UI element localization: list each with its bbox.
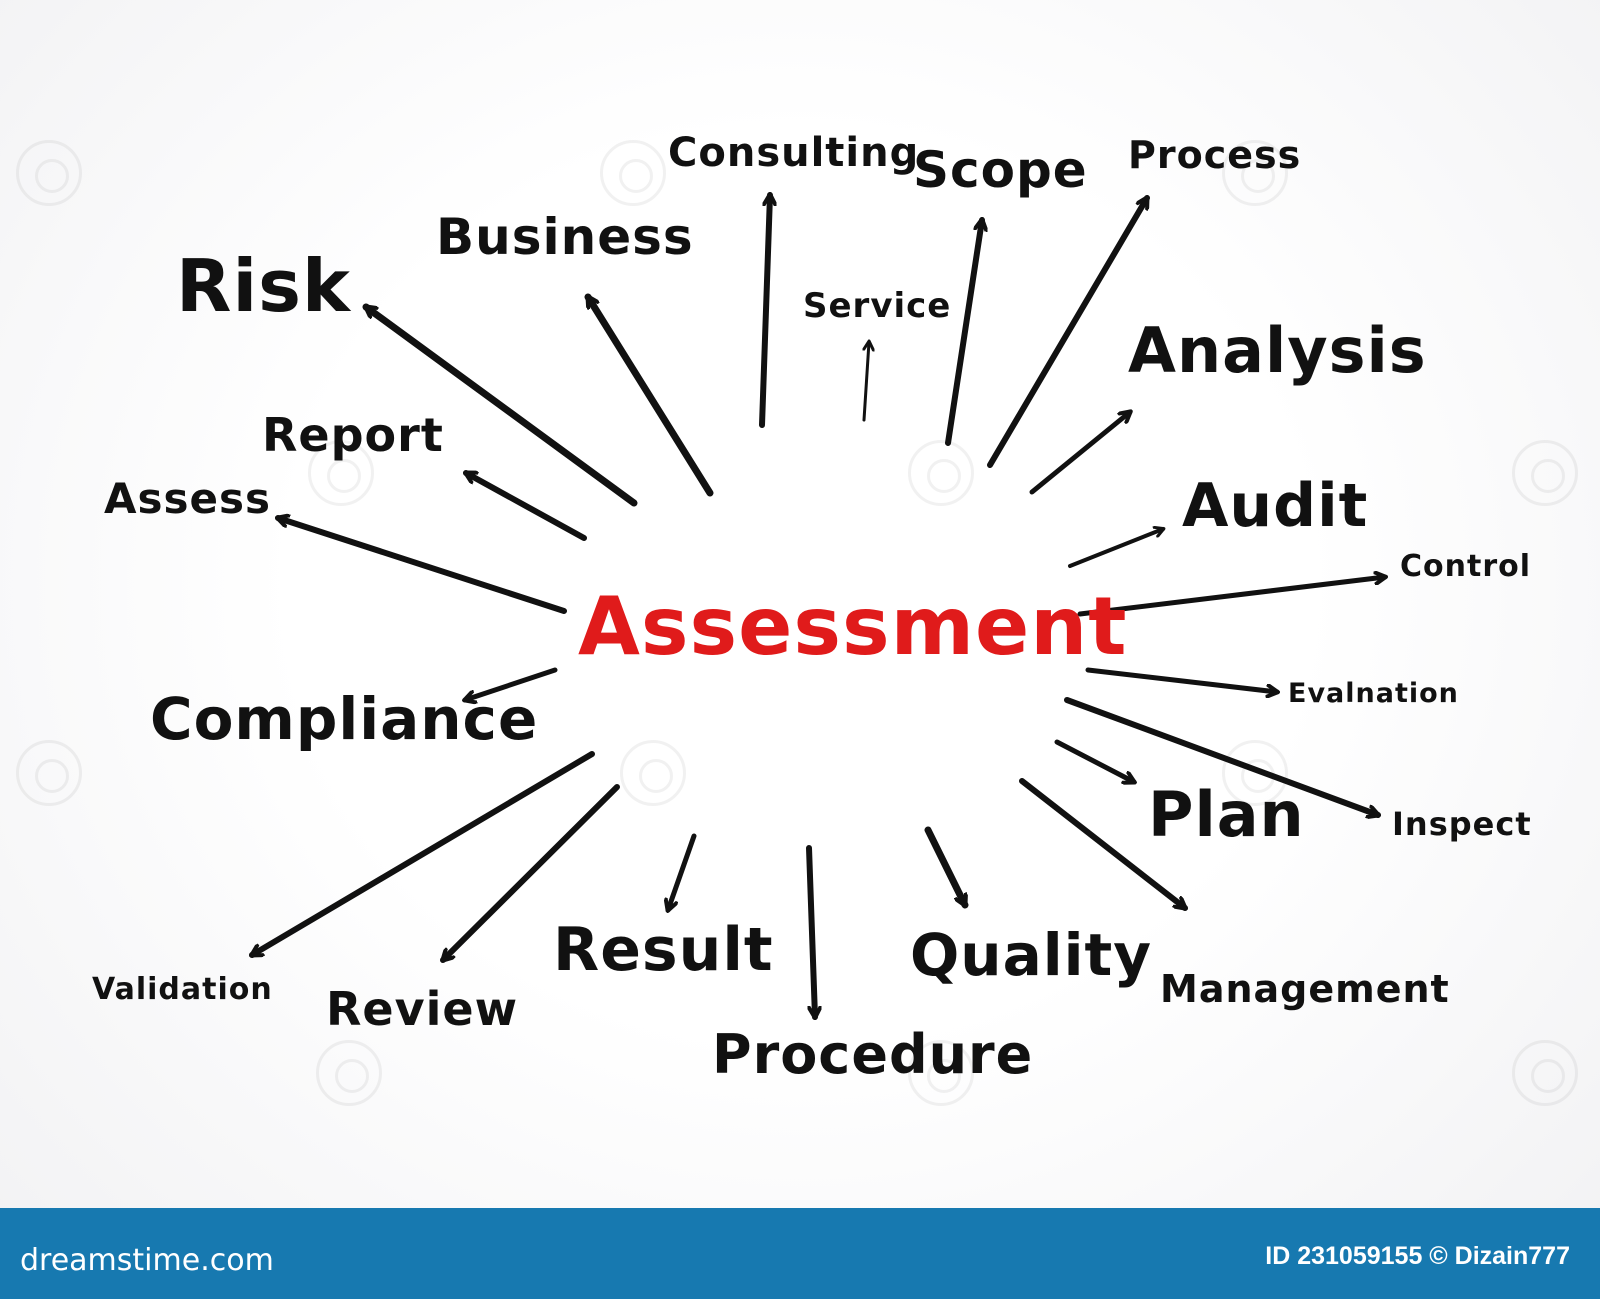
arrow-to-control [1077, 577, 1385, 617]
term-control: Control [1400, 549, 1532, 584]
watermark-spiral-icon [16, 140, 82, 206]
arrow-to-review [440, 784, 620, 963]
arrow-to-compliance [465, 667, 558, 700]
arrows-layer [249, 192, 1600, 1020]
watermark-spiral-icon [1512, 440, 1578, 506]
term-consulting: Consulting [668, 130, 920, 176]
arrow-to-assess [275, 518, 567, 614]
term-validation: Validation [92, 972, 273, 1007]
watermark-spiral-icon [16, 740, 82, 806]
arrow-to-business [584, 293, 714, 497]
arrow-to-scope [945, 217, 982, 446]
term-quality: Quality [910, 921, 1153, 989]
term-plan: Plan [1148, 778, 1305, 851]
term-inspect: Inspect [1392, 805, 1532, 843]
footer-bar: dreamstime.com ID 231059155 © Dizain777 [0, 1208, 1600, 1299]
term-analysis: Analysis [1128, 314, 1427, 387]
arrow-to-service [864, 342, 869, 422]
arrow-to-consulting [759, 192, 770, 428]
watermark-spiral-icon [908, 440, 974, 506]
arrow-to-process [987, 195, 1150, 468]
term-audit: Audit [1182, 471, 1369, 541]
arrow-to-report [463, 470, 587, 541]
arrow-to-result [668, 833, 697, 910]
arrow-to-audit [1068, 529, 1163, 568]
watermark-spiral-icon [620, 740, 686, 806]
term-evalnation: Evalnation [1288, 678, 1459, 709]
term-procedure: Procedure [712, 1023, 1034, 1086]
term-report: Report [262, 408, 444, 462]
arrow-to-procedure [806, 845, 815, 1020]
watermark-spiral-icon [1222, 140, 1288, 206]
arrow-to-plan [1054, 739, 1134, 782]
watermark-spiral-icon [316, 1040, 382, 1106]
term-assess: Assess [104, 474, 271, 523]
central-term: Assessment [578, 580, 1128, 673]
watermark-spiral-icon [1512, 1040, 1578, 1106]
term-risk: Risk [176, 244, 351, 328]
term-result: Result [553, 915, 774, 985]
footer-credit: ID 231059155 © Dizain777 [1265, 1242, 1570, 1270]
term-business: Business [436, 208, 694, 266]
term-review: Review [326, 982, 519, 1036]
arrow-to-evalnation [1085, 667, 1277, 692]
footer-brand[interactable]: dreamstime.com [20, 1243, 274, 1278]
watermark-spiral-icon [308, 440, 374, 506]
watermark-spiral-icon [600, 140, 666, 206]
arrow-to-risk [362, 303, 638, 507]
arrow-to-inspect [1064, 697, 1381, 815]
arrow-to-analysis [1029, 412, 1130, 495]
arrow-to-quality [924, 826, 969, 909]
term-service: Service [803, 286, 952, 326]
watermark-spiral-icon [908, 1040, 974, 1106]
arrow-to-validation [249, 751, 595, 958]
term-process: Process [1128, 133, 1302, 177]
arrow-to-management [1019, 778, 1188, 911]
term-scope: Scope [913, 141, 1088, 199]
term-compliance: Compliance [150, 685, 539, 753]
term-management: Management [1160, 967, 1450, 1011]
